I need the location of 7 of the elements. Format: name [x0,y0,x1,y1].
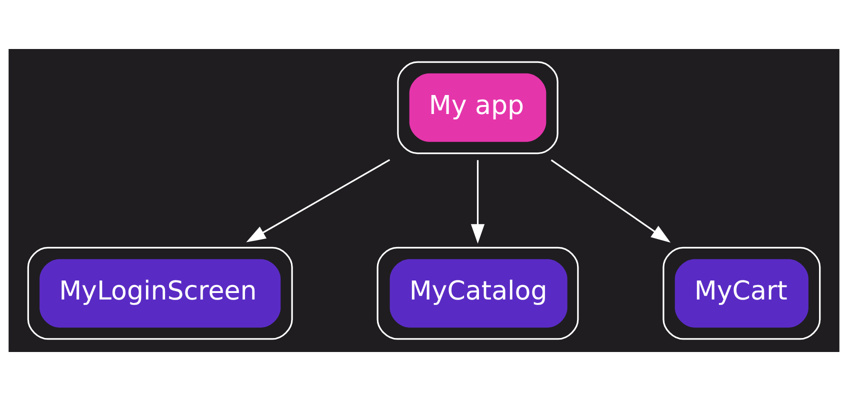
arrow [470,160,485,244]
node-box: MyLoginScreen [27,246,293,340]
arrow [246,158,390,242]
node-box: MyCatalog [376,246,579,340]
node-box: My app [397,60,558,154]
node-box: MyCart [662,246,821,340]
arrow [550,158,671,242]
